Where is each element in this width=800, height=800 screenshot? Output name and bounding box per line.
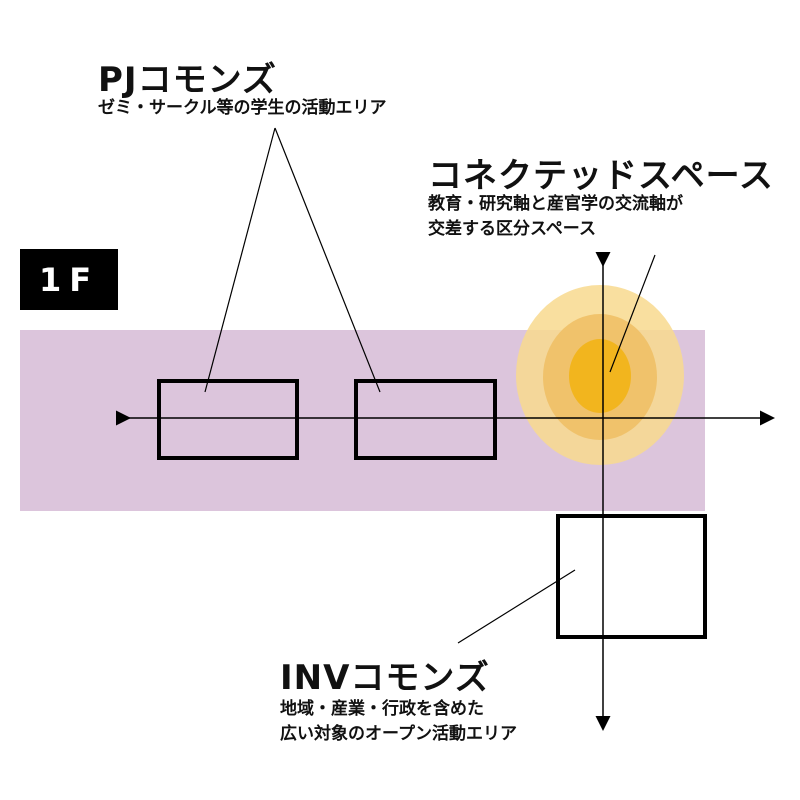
pj-commons-room-1	[157, 379, 299, 460]
pj-leader-1	[204, 127, 276, 393]
glow-inner	[569, 339, 631, 413]
description-line: 広い対象のオープン活動エリア	[280, 724, 517, 744]
connected-leader	[609, 254, 656, 373]
floor-label: 1F	[20, 249, 118, 310]
inv-commons-title: INVコモンズ	[280, 658, 490, 698]
connected-space-description: 教育・研究軸と産官学の交流軸が 交差する区分スペース	[428, 192, 683, 242]
description-line: 地域・産業・行政を含めた	[280, 699, 484, 719]
description-line: 交差する区分スペース	[428, 219, 596, 239]
inv-leader	[457, 569, 576, 644]
pj-leader-2	[274, 127, 381, 393]
inv-commons-description: 地域・産業・行政を含めた 広い対象のオープン活動エリア	[280, 697, 517, 747]
pj-commons-description: ゼミ・サークル等の学生の活動エリア	[98, 98, 387, 118]
connected-space-title: コネクテッドスペース	[428, 156, 774, 196]
pj-commons-title: PJコモンズ	[98, 60, 277, 100]
inv-commons-room	[556, 514, 707, 639]
description-line: 教育・研究軸と産官学の交流軸が	[428, 194, 683, 214]
pj-commons-room-2	[354, 379, 497, 460]
